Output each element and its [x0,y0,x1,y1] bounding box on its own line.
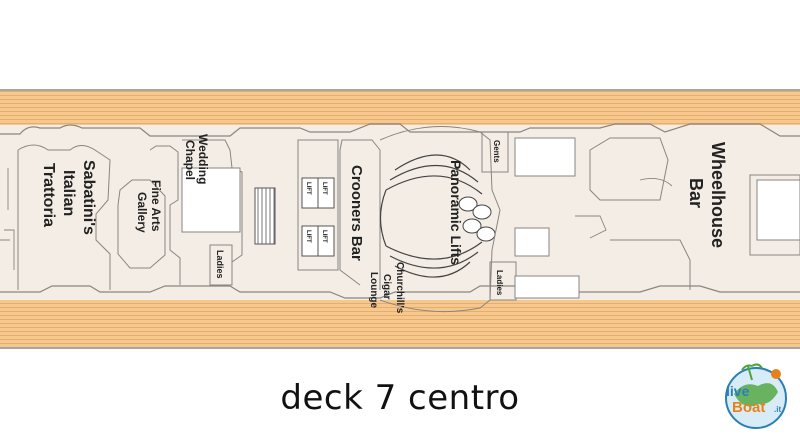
wedding-chapel-label-line2: Chapel [183,140,197,180]
stair-steps [257,188,275,244]
lift-bank [301,177,335,257]
fine-arts-label-line2: Gallery [135,192,149,233]
service-box-1 [514,137,576,177]
ladies-left-label: Ladies [215,250,225,279]
liveboat-logo[interactable]: live Boat .it [718,358,794,434]
chapel-altar [181,167,241,233]
wedding-chapel-label: Wedding Chapel [183,134,210,184]
panoramic-lifts-label: Panoramic Lifts [448,160,464,265]
crooners-bar-label: Crooners Bar [348,165,365,261]
sabatinis-label: Sabatini's Italian Trattoria [40,160,97,235]
sabatinis-label-line2: Italian [60,170,77,216]
north-wall [0,123,800,137]
wheelhouse-label: Wheelhouse Bar [686,142,728,248]
churchills-label-line1: Churchill's [394,262,405,314]
wheelhouse-label-line2: Bar [686,178,706,208]
south-wall [0,285,800,299]
logo-continent [734,383,778,407]
sabatinis-inner [0,168,15,270]
lift-label-1: LIFT [305,182,311,195]
gents-label: Gents [492,140,501,163]
promenade-deck-top [0,91,800,125]
wedding-chapel-label-line1: Wedding [196,134,210,184]
fine-arts-label-line1: Fine Arts [149,180,163,232]
logo-suffix-text: .it [774,405,781,414]
sabatinis-room [17,144,111,290]
panoramic-lift-arcs [379,154,483,278]
logo-palm-icon [741,363,763,381]
logo-boat-text: Boat [732,399,765,416]
lift-labels: LIFT LIFT LIFT LIFT [305,182,327,243]
lift-lobby [297,139,339,271]
churchills-label-line2: Cigar [381,274,392,300]
logo-sun-icon [771,369,781,379]
gents-room [481,131,509,173]
atrium-outline [379,126,501,313]
fine-arts-label: Fine Arts Gallery [135,180,163,233]
wheelhouse-divider [575,178,673,239]
sabatinis-label-line1: Sabatini's [80,160,97,235]
wheelhouse-booth [756,179,800,241]
panoramic-lift-pods [458,196,496,242]
wheelhouse-label-line1: Wheelhouse [708,142,728,248]
logo-live-text: live [726,383,750,399]
deck-title: deck 7 centro [280,378,520,418]
lift-label-2: LIFT [321,182,327,195]
service-box-2 [514,227,550,257]
crooners-bar-room [339,139,381,290]
ladies-room-left [209,244,233,286]
lift-label-4: LIFT [321,230,327,243]
churchills-label: Churchill's Cigar Lounge [368,262,405,314]
fine-arts-room [117,145,181,285]
interior-floor [0,125,800,300]
wheelhouse-bar-room [589,137,800,290]
churchills-label-line3: Lounge [368,272,379,309]
ladies-right-label: Ladies [495,270,504,296]
sabatinis-label-line3: Trattoria [40,163,57,227]
lift-label-3: LIFT [305,230,311,243]
service-box-3 [514,275,580,299]
promenade-deck-bottom [0,300,800,347]
